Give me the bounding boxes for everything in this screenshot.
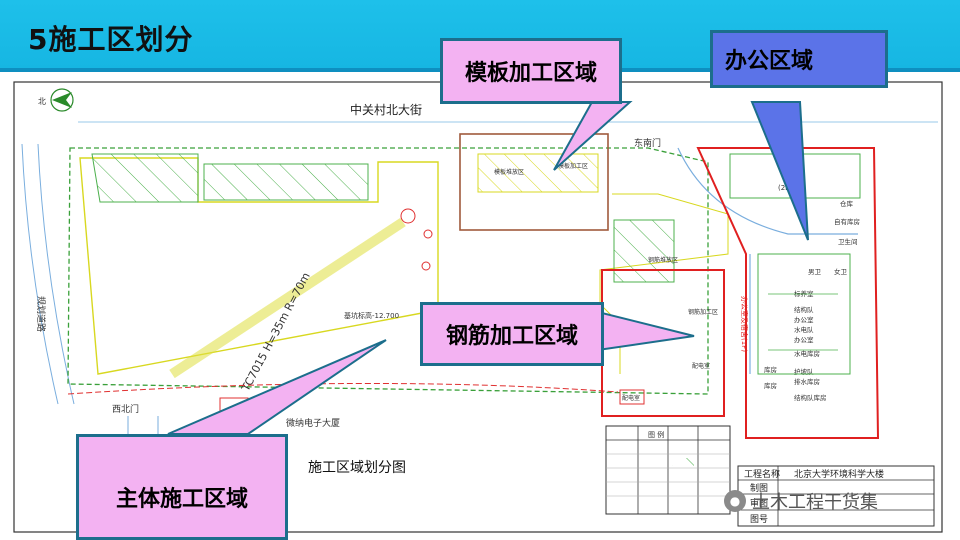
- watermark: ● 土木工程干货集: [724, 488, 878, 514]
- callout-main: 主体施工区域: [76, 434, 288, 540]
- svg-text:办公室: 办公室: [794, 315, 814, 324]
- svg-text:水电库房: 水电库房: [794, 349, 820, 358]
- gate-west-label: 西北门: [112, 403, 139, 415]
- svg-text:工程名称: 工程名称: [744, 468, 780, 480]
- svg-text:排水库房: 排水库房: [794, 377, 820, 386]
- pit-label: 基坑标高-12.700: [344, 311, 399, 320]
- svg-text:卫生间: 卫生间: [838, 237, 858, 246]
- callout-office: 办公区域: [710, 30, 888, 88]
- road-left-label: 规划道路: [35, 296, 47, 332]
- yard-label-formwork-store: 模板堆放区: [494, 168, 524, 176]
- svg-text:北京大学环境科学大楼: 北京大学环境科学大楼: [794, 468, 884, 480]
- formwork-zone-box: [459, 133, 609, 231]
- gate-east-label: 东南门: [634, 137, 661, 149]
- svg-text:标养室: 标养室: [794, 289, 814, 298]
- svg-text:水电队: 水电队: [794, 325, 814, 334]
- page-title: 5施工区划分: [28, 23, 194, 56]
- svg-text:结构队库房: 结构队库房: [794, 393, 827, 402]
- office-zone-box: [696, 147, 880, 439]
- street-label: 中关村北大街: [350, 102, 422, 117]
- office-room-labels: 仓库 自有库房 卫生间 男卫 女卫 标养室 结构队 办公室 水电队 办公室 水电…: [764, 199, 860, 402]
- site-boundary: [67, 147, 709, 395]
- svg-text:审图: 审图: [750, 497, 768, 509]
- svg-text:图 例: 图 例: [648, 430, 664, 439]
- title-block: 工程名称 北京大学环境科学大楼 制图 审图 图号: [737, 465, 935, 527]
- yard-label-power-2: 配电室: [692, 362, 710, 370]
- building-south-label: 微纳电子大厦: [286, 417, 340, 429]
- svg-text:男卫: 男卫: [808, 268, 822, 276]
- callout-rebar: 钢筋加工区域: [420, 302, 604, 366]
- yard-label-formwork-proc: 模板加工区: [558, 162, 588, 170]
- callout-tail-office: [750, 101, 809, 241]
- svg-text:结构队: 结构队: [794, 305, 814, 314]
- svg-text:仓库: 仓库: [840, 199, 854, 208]
- drawing-caption: 施工区域划分图: [308, 460, 406, 476]
- svg-text:库房: 库房: [764, 381, 777, 390]
- svg-text:自有库房: 自有库房: [834, 217, 860, 226]
- yard-label-power-1: 配电室: [622, 394, 640, 402]
- yard-label-rebar-proc: 钢筋加工区: [688, 308, 718, 316]
- legend-table: 图 例: [605, 425, 731, 515]
- north-label: 北: [38, 97, 46, 106]
- office-vertical-label: 办公室及宿舍(1F): [740, 296, 749, 352]
- svg-text:库房: 库房: [764, 365, 777, 374]
- svg-text:女卫: 女卫: [834, 267, 848, 276]
- yard-label-rebar-store: 钢筋堆放区: [648, 256, 678, 264]
- svg-text:办公室: 办公室: [794, 335, 814, 344]
- wechat-icon: ●: [724, 490, 746, 512]
- svg-text:护坡队: 护坡队: [794, 367, 814, 376]
- watermark-text: 土木工程干货集: [752, 492, 878, 513]
- svg-text:图号: 图号: [750, 514, 768, 525]
- svg-text:制图: 制图: [750, 482, 768, 494]
- callout-formwork: 模板加工区域: [440, 38, 622, 104]
- north-arrow-icon: [50, 88, 74, 112]
